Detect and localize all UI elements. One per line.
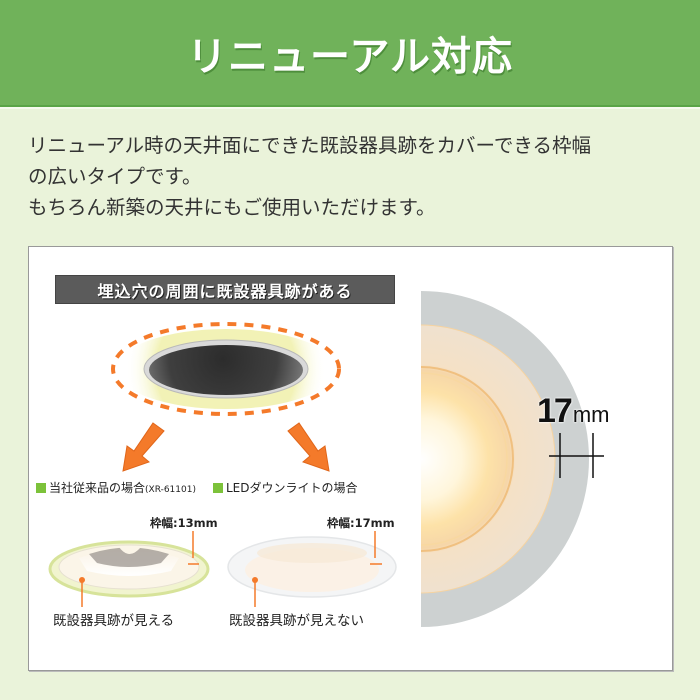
caption-visible: 既設器具跡が見える — [53, 613, 175, 629]
label-text: LEDダウンライトの場合 — [226, 481, 358, 495]
label-led: LEDダウンライトの場合 — [213, 479, 358, 496]
caption-not-visible: 既設器具跡が見えない — [229, 613, 364, 629]
description-line: もちろん新築の天井にもご使用いただけます。 — [28, 196, 436, 219]
description-line: の広いタイプです。 — [28, 165, 202, 188]
description-line: リニューアル時の天井面にできた既設器具跡をカバーできる枠幅 — [28, 134, 591, 157]
green-square-icon — [36, 483, 46, 493]
dimension-marker — [549, 433, 604, 478]
frame-width-17: 枠幅:17mm — [327, 516, 395, 530]
model-number: (XR-61101) — [145, 485, 196, 495]
arrow-icon — [122, 422, 330, 472]
dimension-unit: mm — [572, 402, 610, 427]
comparison-panel: 埋込穴の周囲に既設器具跡がある 当社従来品の場合(XR-61101) LEDダウ… — [28, 246, 673, 671]
closeup-dimension-label: 17mm — [537, 392, 609, 431]
green-square-icon — [213, 483, 223, 493]
header-banner — [0, 0, 700, 107]
description: リニューアル時の天井面にできた既設器具跡をカバーできる枠幅 の広いタイプです。 … — [28, 130, 688, 223]
header-separator — [0, 107, 700, 109]
dimension-value: 17 — [537, 392, 573, 430]
frame-width-13: 枠幅:13mm — [150, 516, 218, 530]
label-conventional: 当社従来品の場合(XR-61101) — [36, 479, 196, 496]
downlight-closeup-illustration — [48, 291, 604, 627]
label-text: 当社従来品の場合 — [49, 481, 146, 495]
diagram-heading: 埋込穴の周囲に既設器具跡がある — [55, 275, 395, 304]
page-title: リニューアル対応 — [187, 33, 513, 80]
